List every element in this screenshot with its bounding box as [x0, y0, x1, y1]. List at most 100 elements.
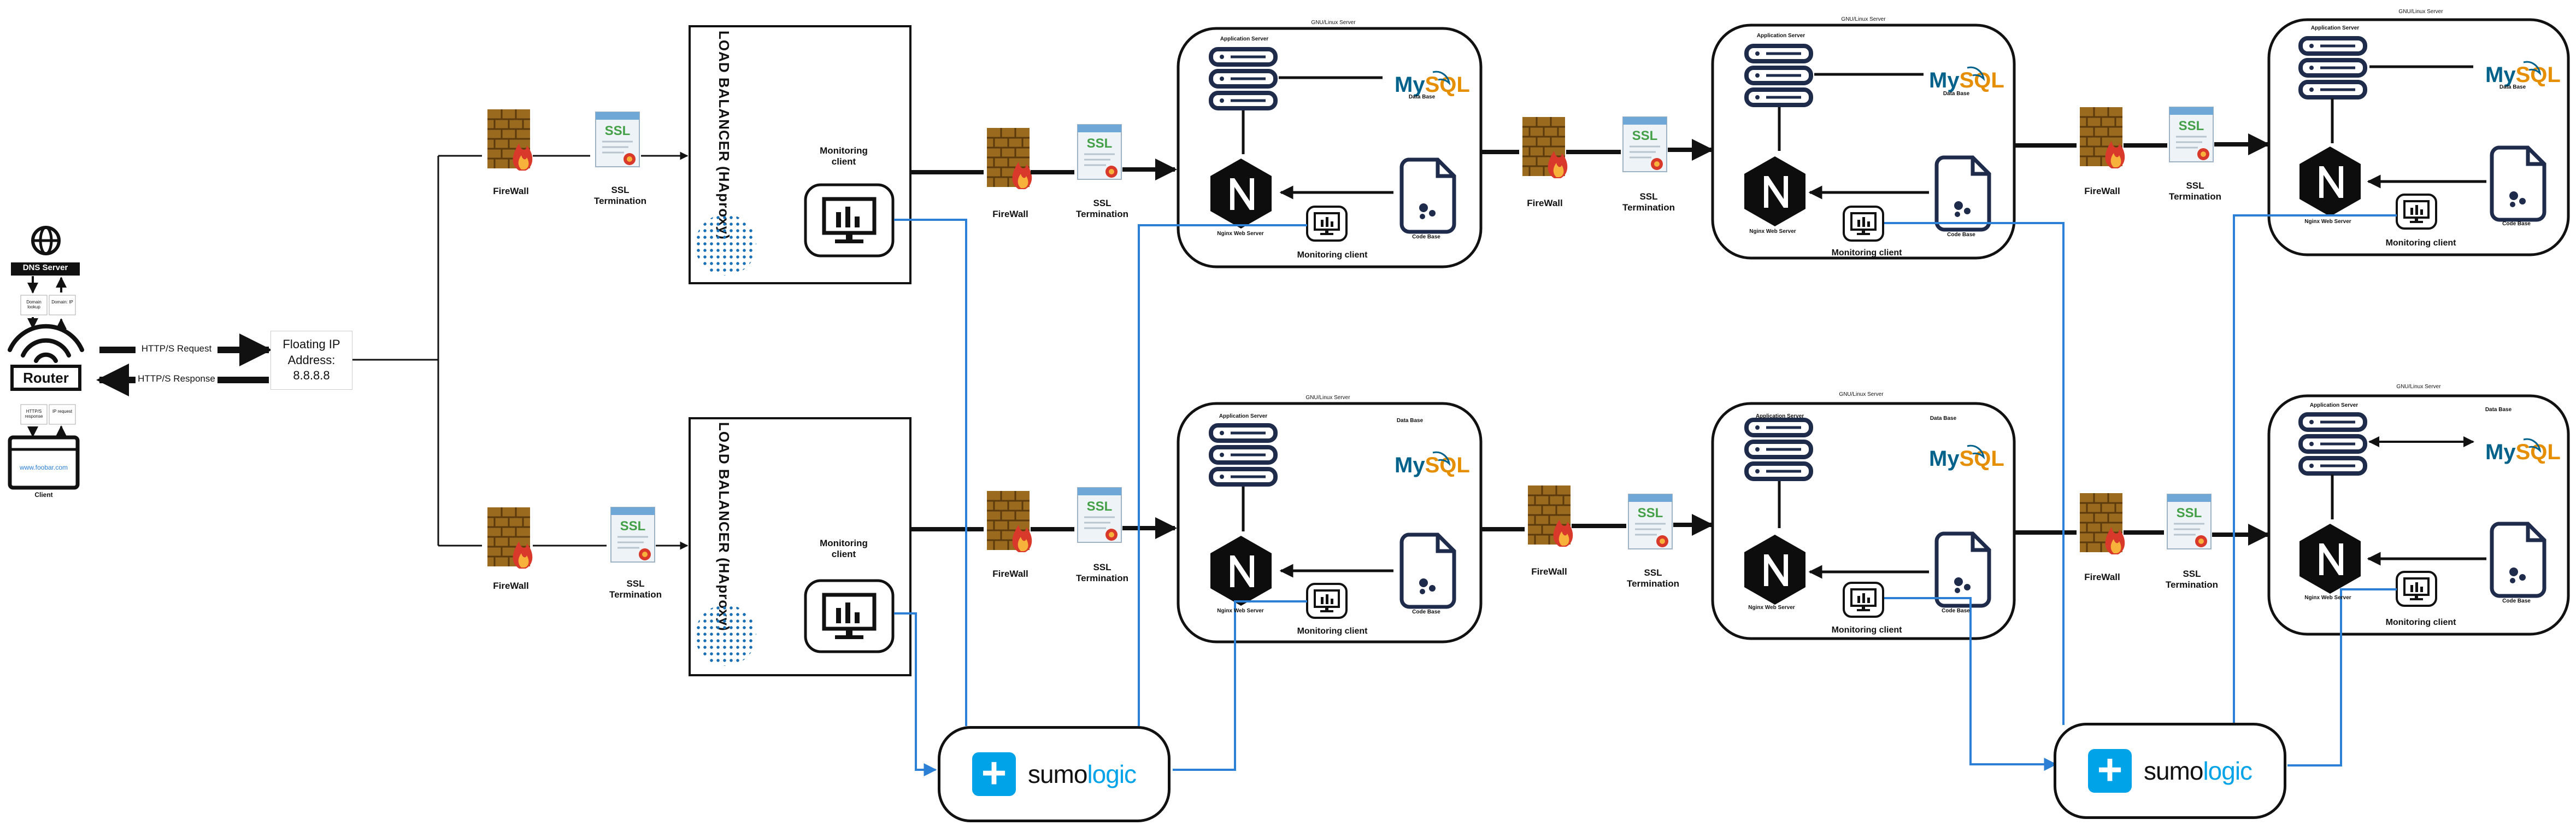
- database-label: Data Base: [2485, 407, 2512, 413]
- client-caption: Client: [34, 491, 53, 499]
- haproxy-logo: [695, 214, 756, 276]
- monitoring-client-label: Monitoring client: [1831, 625, 1902, 635]
- sumologic-logo: + sumologic: [2054, 723, 2286, 819]
- app-server-label: Application Server: [2309, 402, 2359, 408]
- app-server-label: Application Server: [1220, 36, 1269, 42]
- linux-server-box: [2267, 18, 2570, 256]
- firewall-icon: [486, 108, 533, 172]
- ssl-certificate-icon: [1077, 487, 1122, 543]
- ssl-certificate-icon: [1622, 116, 1668, 173]
- plus-icon: +: [2087, 748, 2132, 793]
- firewall-icon: [486, 506, 533, 570]
- linux-server-box: [1177, 27, 1483, 268]
- database-label: Data Base: [1396, 418, 1424, 424]
- linux-server-box: [2267, 394, 2570, 636]
- nginx-label: Nginx Web Server: [2304, 219, 2351, 225]
- ssl-certificate-icon: [610, 506, 656, 563]
- database-label: Data Base: [2499, 84, 2526, 90]
- codebase-label: Code Base: [2502, 221, 2531, 227]
- haproxy-logo: [695, 605, 756, 666]
- firewall-icon: [1527, 484, 1574, 548]
- firewall-label: FireWall: [2084, 572, 2120, 582]
- firewall-label: FireWall: [1531, 566, 1567, 577]
- database-label: Data Base: [1943, 91, 1970, 97]
- firewall-label: FireWall: [1527, 198, 1563, 208]
- database-label: Data Base: [1930, 416, 1957, 422]
- firewall-label: FireWall: [992, 209, 1028, 219]
- nginx-label: Nginx Web Server: [1748, 605, 1795, 611]
- http-response-label: HTTP/S Response: [136, 373, 217, 384]
- router-label: Router: [23, 370, 69, 386]
- server-title: GNU/Linux Server: [1311, 20, 1356, 26]
- ssl-certificate-icon: [2166, 493, 2212, 550]
- note-http-response: HTTP/S response: [25, 409, 43, 419]
- wifi-icon: [8, 324, 84, 363]
- load-balancer-title: LOAD BALANCER (HAproxy): [716, 31, 732, 240]
- server-title: GNU/Linux Server: [1305, 395, 1350, 401]
- nginx-label: Nginx Web Server: [1217, 608, 1264, 614]
- monitor-chart-icon: [805, 581, 893, 652]
- firewall-label: FireWall: [2084, 186, 2120, 196]
- monitoring-client-label: Monitoring client: [2385, 618, 2456, 627]
- note-domain-lookup: Domain lookup: [26, 300, 42, 309]
- codebase-label: Code Base: [1942, 608, 1970, 614]
- server-title: GNU/Linux Server: [2398, 9, 2443, 15]
- sumologic-logo: + sumologic: [938, 726, 1171, 822]
- firewall-label: FireWall: [493, 186, 529, 196]
- codebase-label: Code Base: [2502, 598, 2531, 604]
- floating-ip-box: Floating IP Address: 8.8.8.8: [270, 331, 352, 390]
- ssl-certificate-icon: [1627, 493, 1673, 550]
- firewall-icon: [2079, 106, 2126, 169]
- nginx-label: Nginx Web Server: [1217, 231, 1264, 237]
- codebase-label: Code Base: [1947, 232, 1975, 238]
- router-box: [10, 365, 81, 391]
- client-url[interactable]: www.foobar.com: [19, 464, 68, 471]
- monitoring-client-label: Monitoring client: [1297, 250, 1368, 260]
- http-request-label: HTTP/S Request: [136, 343, 217, 354]
- nginx-label: Nginx Web Server: [1749, 229, 1796, 235]
- floating-ip-line3: 8.8.8.8: [293, 368, 330, 383]
- monitoring-client-label: Monitoring client: [1831, 248, 1902, 258]
- app-server-label: Application Server: [1756, 33, 1805, 39]
- firewall-icon: [986, 490, 1033, 553]
- linux-server-box: [1177, 402, 1483, 643]
- globe-icon: [31, 226, 61, 255]
- dns-server-label: DNS Server: [22, 263, 68, 272]
- monitor-chart-icon: [805, 185, 893, 256]
- firewall-icon: [2079, 492, 2126, 555]
- codebase-label: Code Base: [1412, 609, 1440, 615]
- app-server-label: Application Server: [1755, 413, 1804, 419]
- monitoring-client-label: Monitoring client: [2385, 238, 2456, 248]
- linux-server-box: [1711, 402, 2016, 640]
- load-balancer-title: LOAD BALANCER (HAproxy): [716, 422, 732, 631]
- ssl-certificate-icon: [2168, 106, 2214, 163]
- nginx-label: Nginx Web Server: [2304, 595, 2351, 601]
- server-title: GNU/Linux Server: [1839, 391, 1884, 397]
- linux-server-box: [1711, 24, 2016, 260]
- firewall-label: FireWall: [493, 581, 529, 591]
- floating-ip-line2: Address:: [287, 353, 336, 367]
- firewall-label: FireWall: [992, 569, 1028, 579]
- database-label: Data Base: [1408, 94, 1436, 100]
- monitoring-client-label: Monitoring client: [1297, 627, 1368, 636]
- floating-ip-line1: Floating IP: [283, 337, 340, 351]
- codebase-label: Code Base: [1412, 234, 1440, 240]
- monitoring-links: [894, 214, 2397, 776]
- app-server-label: Application Server: [2310, 25, 2360, 31]
- firewall-icon: [1521, 116, 1568, 179]
- firewall-icon: [986, 127, 1033, 190]
- client-browser-icon: [8, 435, 80, 490]
- server-title: GNU/Linux Server: [1841, 16, 1886, 22]
- server-title: GNU/Linux Server: [2396, 384, 2441, 390]
